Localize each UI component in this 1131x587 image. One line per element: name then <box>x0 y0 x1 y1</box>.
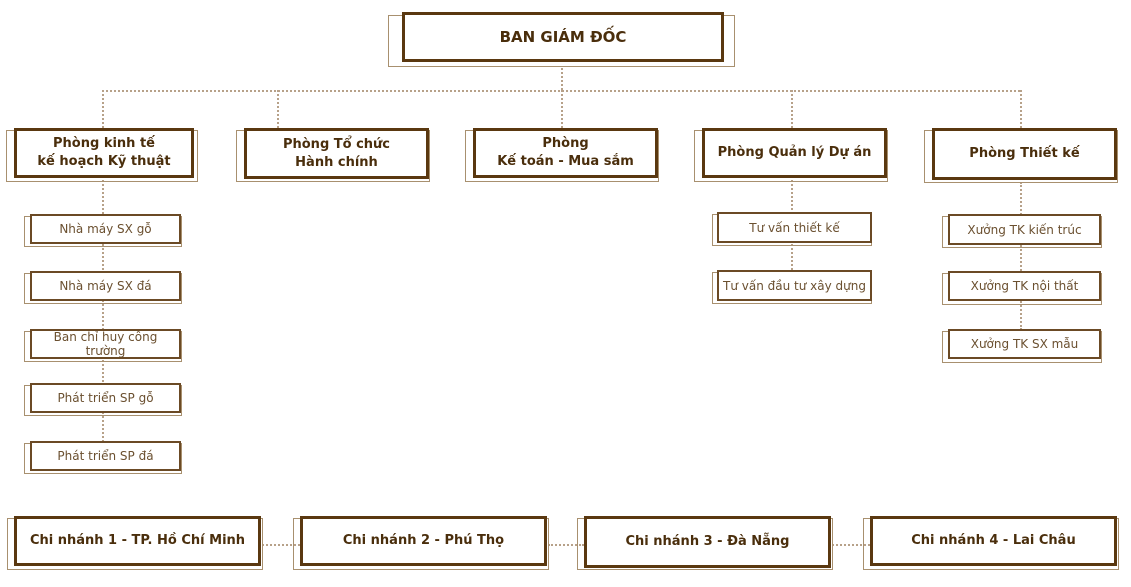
connector-line <box>102 90 104 128</box>
unit-label: Nhà máy SX gỗ <box>59 222 152 236</box>
connector-line <box>832 544 870 546</box>
connector-line <box>277 90 279 128</box>
unit-label: Phát triển SP gỗ <box>57 391 154 405</box>
unit-label: Tư vấn thiết kế <box>749 220 840 235</box>
unit-label: Xưởng TK SX mẫu <box>970 337 1079 351</box>
unit-label: Ban chỉ huy công trường <box>53 330 158 358</box>
unit-label: Xưởng TK kiến trúc <box>967 222 1082 237</box>
department-label: Phòng Quản lý Dự án <box>717 145 872 160</box>
unit-label: Tư vấn đầu tư xây dựng <box>723 278 866 293</box>
board-of-directors-label: BAN GIÁM ĐỐC <box>499 28 627 46</box>
connector-line <box>561 90 563 128</box>
department-label: Phòng Thiết kế <box>969 146 1080 161</box>
unit-label: Xưởng TK nội thất <box>970 279 1079 293</box>
unit-label: Phát triển SP đá <box>57 449 154 463</box>
department-label: Hành chính <box>295 154 378 170</box>
department-label: kế hoạch Kỹ thuật <box>37 154 171 169</box>
unit-label: Nhà máy SX đá <box>59 279 152 293</box>
connector-line <box>561 68 563 90</box>
department-label: Phòng <box>542 136 589 151</box>
connector-line <box>791 90 793 128</box>
branch-label: Chi nhánh 4 - Lai Châu <box>911 533 1076 548</box>
branch-label: Chi nhánh 1 - TP. Hồ Chí Minh <box>29 533 246 548</box>
branch-label: Chi nhánh 3 - Đà Nẵng <box>625 534 790 549</box>
department-label: Phòng Tổ chức <box>282 136 391 152</box>
connector-line <box>102 180 104 442</box>
connector-line <box>1020 182 1022 330</box>
connector-line <box>548 544 584 546</box>
department-label: Phòng kinh tế <box>53 136 155 151</box>
branch-label: Chi nhánh 2 - Phú Thọ <box>342 533 505 548</box>
connector-line <box>1020 90 1022 128</box>
connector-line <box>262 544 300 546</box>
department-label: Kế toán - Mua sắm <box>497 154 634 169</box>
